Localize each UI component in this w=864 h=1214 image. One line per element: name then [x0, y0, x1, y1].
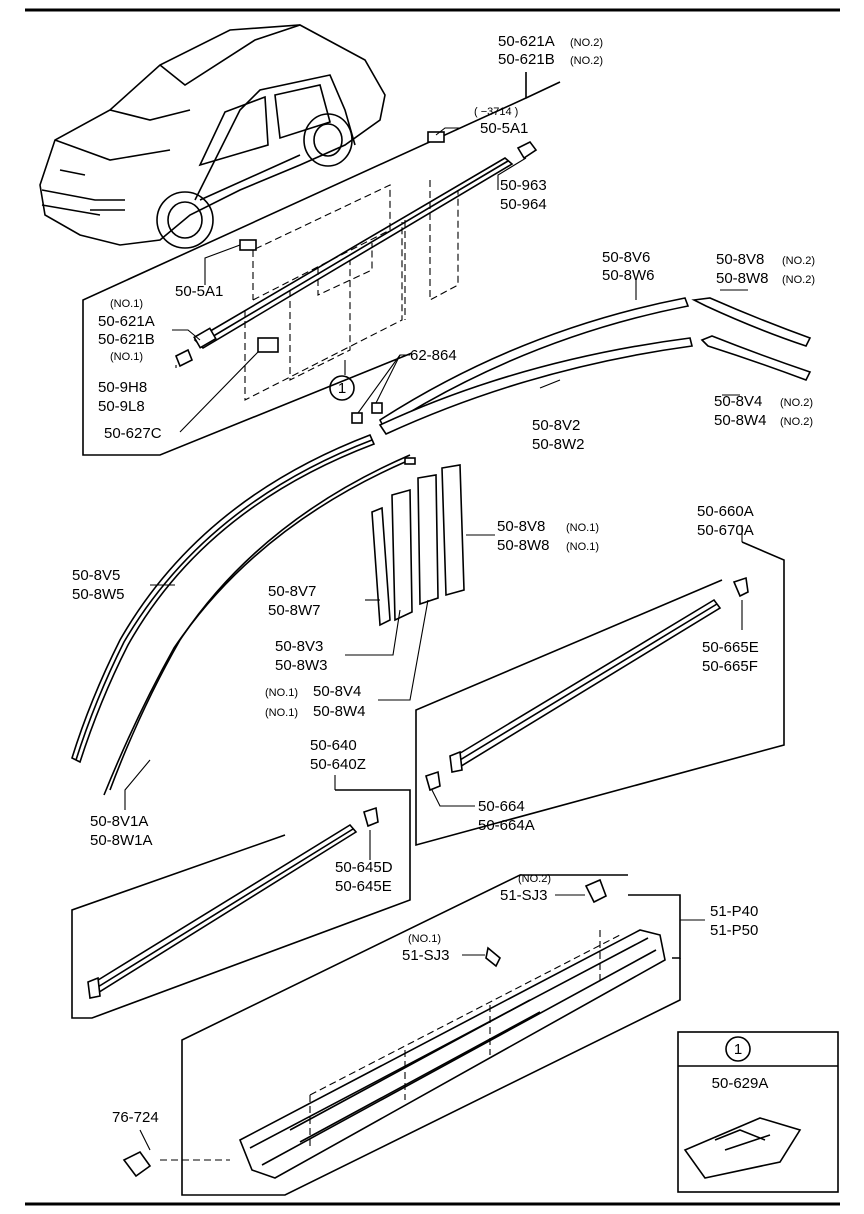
note-50-8W8-no1: (NO.1) — [566, 541, 599, 553]
pillar-8V7 — [371, 506, 391, 627]
label-50-964: 50-964 — [500, 196, 547, 213]
label-50-621A-no1: 50-621A — [98, 313, 155, 330]
clip-5A1-right — [427, 131, 445, 143]
label-50-8V8-no1: 50-8V8 — [497, 518, 545, 535]
clip-629A — [683, 1117, 802, 1179]
label-50-8V4-no2: 50-8V4 — [714, 393, 762, 410]
clip-963 — [516, 140, 538, 160]
label-50-664: 50-664 — [478, 798, 525, 815]
label-62-864: 62-864 — [410, 347, 457, 364]
label-50-8V2: 50-8V2 — [532, 417, 580, 434]
labels: 50-621A (NO.2) 50-621B (NO.2) ( −3714 ) … — [72, 33, 815, 1126]
side-sill-panel — [122, 874, 705, 1196]
note-50-8W4-no1: (NO.1) — [265, 707, 298, 719]
label-50-8V7: 50-8V7 — [268, 583, 316, 600]
label-50-8W8-no2: 50-8W8 — [716, 270, 769, 287]
label-50-8W6: 50-8W6 — [602, 267, 655, 284]
note-50-8W8-no2: (NO.2) — [782, 274, 815, 286]
label-50-660A: 50-660A — [697, 503, 754, 520]
label-50-665F: 50-665F — [702, 658, 758, 675]
note-50-5A1-range: ( −3714 ) — [474, 106, 518, 118]
rear-door-molding-panel — [415, 525, 785, 847]
inset-callout-text: 1 — [734, 1041, 742, 1058]
clip-665E — [732, 576, 749, 598]
label-50-8W7: 50-8W7 — [268, 602, 321, 619]
roof-molding-panel — [82, 72, 561, 456]
label-51-SJ3-no2: 51-SJ3 — [500, 887, 548, 904]
note-51-SJ3-no2: (NO.2) — [518, 873, 551, 885]
label-50-963: 50-963 — [500, 177, 547, 194]
label-51-P50: 51-P50 — [710, 922, 758, 939]
clip-SJ3-2 — [584, 878, 608, 904]
label-50-8V5: 50-8V5 — [72, 567, 120, 584]
label-50-9L8: 50-9L8 — [98, 398, 145, 415]
clip-62864-b — [371, 402, 383, 414]
car-illustration — [39, 24, 386, 249]
label-50-8W4-no2: 50-8W4 — [714, 412, 767, 429]
label-50-5A1-right: 50-5A1 — [480, 120, 528, 137]
label-50-8V4-no1: 50-8V4 — [313, 683, 361, 700]
label-50-627C: 50-627C — [104, 425, 162, 442]
note-50-8V8-no1: (NO.1) — [566, 522, 599, 534]
note-50-621A-no2: (NO.2) — [570, 37, 603, 49]
label-50-621A-no2: 50-621A — [498, 33, 555, 50]
clip-5A1-left — [239, 239, 257, 251]
label-50-629A: 50-629A — [712, 1075, 769, 1092]
clip-9H8 — [174, 348, 194, 368]
label-50-665E: 50-665E — [702, 639, 759, 656]
label-76-724: 76-724 — [112, 1109, 159, 1126]
label-50-8W3: 50-8W3 — [275, 657, 328, 674]
label-50-8V1A: 50-8V1A — [90, 813, 148, 830]
roof-end-cap-left — [193, 327, 217, 349]
label-50-640Z: 50-640Z — [310, 756, 366, 773]
label-50-8W8-no1: 50-8W8 — [497, 537, 550, 554]
inset-box: 1 50-629A — [677, 1031, 839, 1193]
callout-1: 1 — [329, 375, 355, 401]
label-50-645E: 50-645E — [335, 878, 392, 895]
note-50-8V4-no2: (NO.2) — [780, 397, 813, 409]
label-50-5A1-left: 50-5A1 — [175, 283, 223, 300]
label-50-664A: 50-664A — [478, 817, 535, 834]
label-50-8V8-no2: 50-8V8 — [716, 251, 764, 268]
pillar-8V8-1 — [441, 464, 465, 597]
panel-border-roof — [82, 72, 527, 456]
note-50-621B-no1: (NO.1) — [110, 351, 143, 363]
clip-62864-a — [351, 412, 363, 424]
callout-1-text: 1 — [338, 380, 346, 397]
clip-76724 — [122, 1150, 152, 1178]
note-50-621B-no2: (NO.2) — [570, 55, 603, 67]
door-frame-moldings — [71, 280, 812, 810]
label-50-8W5: 50-8W5 — [72, 586, 125, 603]
label-50-640: 50-640 — [310, 737, 357, 754]
label-51-P40: 51-P40 — [710, 903, 758, 920]
pillar-8V4-1 — [417, 474, 439, 606]
label-50-8W2: 50-8W2 — [532, 436, 585, 453]
label-50-670A: 50-670A — [697, 522, 754, 539]
note-50-8W4-no2: (NO.2) — [780, 416, 813, 428]
note-50-8V4-no1: (NO.1) — [265, 687, 298, 699]
front-door-molding-panel — [71, 775, 411, 1019]
label-50-621B-no1: 50-621B — [98, 331, 155, 348]
label-51-SJ3-no1: 51-SJ3 — [402, 947, 450, 964]
clip-SJ3-1 — [485, 946, 501, 968]
note-50-621A-no1: (NO.1) — [110, 298, 143, 310]
label-50-8V3: 50-8V3 — [275, 638, 323, 655]
label-50-8W1A: 50-8W1A — [90, 832, 153, 849]
pillar-8V3 — [391, 488, 413, 622]
clip-627C — [257, 337, 279, 353]
clip-664 — [425, 770, 441, 792]
label-50-9H8: 50-9H8 — [98, 379, 147, 396]
label-50-8V6: 50-8V6 — [602, 249, 650, 266]
label-50-8W4-no1: 50-8W4 — [313, 703, 366, 720]
note-50-8V8-no2: (NO.2) — [782, 255, 815, 267]
note-51-SJ3-no1: (NO.1) — [408, 933, 441, 945]
label-50-621B-no2: 50-621B — [498, 51, 555, 68]
clip-645D — [363, 806, 379, 828]
roof-molding-strip-inner — [199, 160, 509, 345]
label-50-645D: 50-645D — [335, 859, 393, 876]
